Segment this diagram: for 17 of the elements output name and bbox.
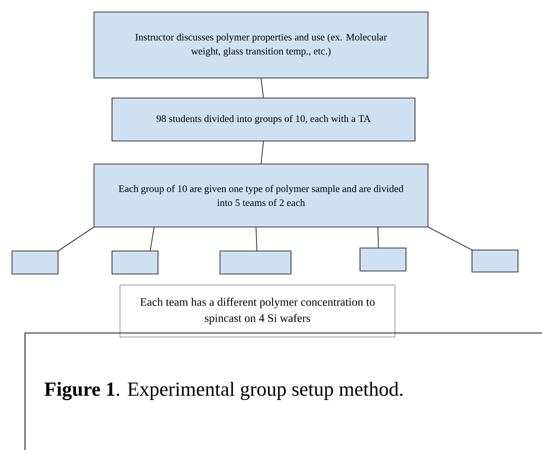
connector-line: [256, 226, 258, 252]
empty-box: [12, 250, 58, 274]
empty-box: [360, 248, 406, 272]
empty-box: [220, 250, 292, 274]
process-box: Each group of 10 are given one type of polymer sample and are divided into 5 teams of 2 each: [94, 164, 428, 228]
text-box: Each team has a different polymer concentration to spincast on 4 Si wafers: [120, 284, 396, 338]
connector-line: [260, 140, 264, 164]
process-box: Instructor discusses polymer properties and use (ex. Molecular weight, glass transition temp., etc.): [94, 12, 428, 78]
process-box: 98 students divided into groups of 10, each with a TA: [112, 98, 416, 142]
empty-box: [112, 250, 158, 274]
connector-line: [260, 78, 264, 98]
connector-line: [428, 226, 472, 250]
connector-line: [378, 226, 379, 248]
empty-box: [472, 250, 518, 272]
connector-line: [150, 226, 155, 252]
connector-line: [58, 226, 94, 252]
caption: Figure 1. Experimental group setup method.: [44, 382, 402, 400]
